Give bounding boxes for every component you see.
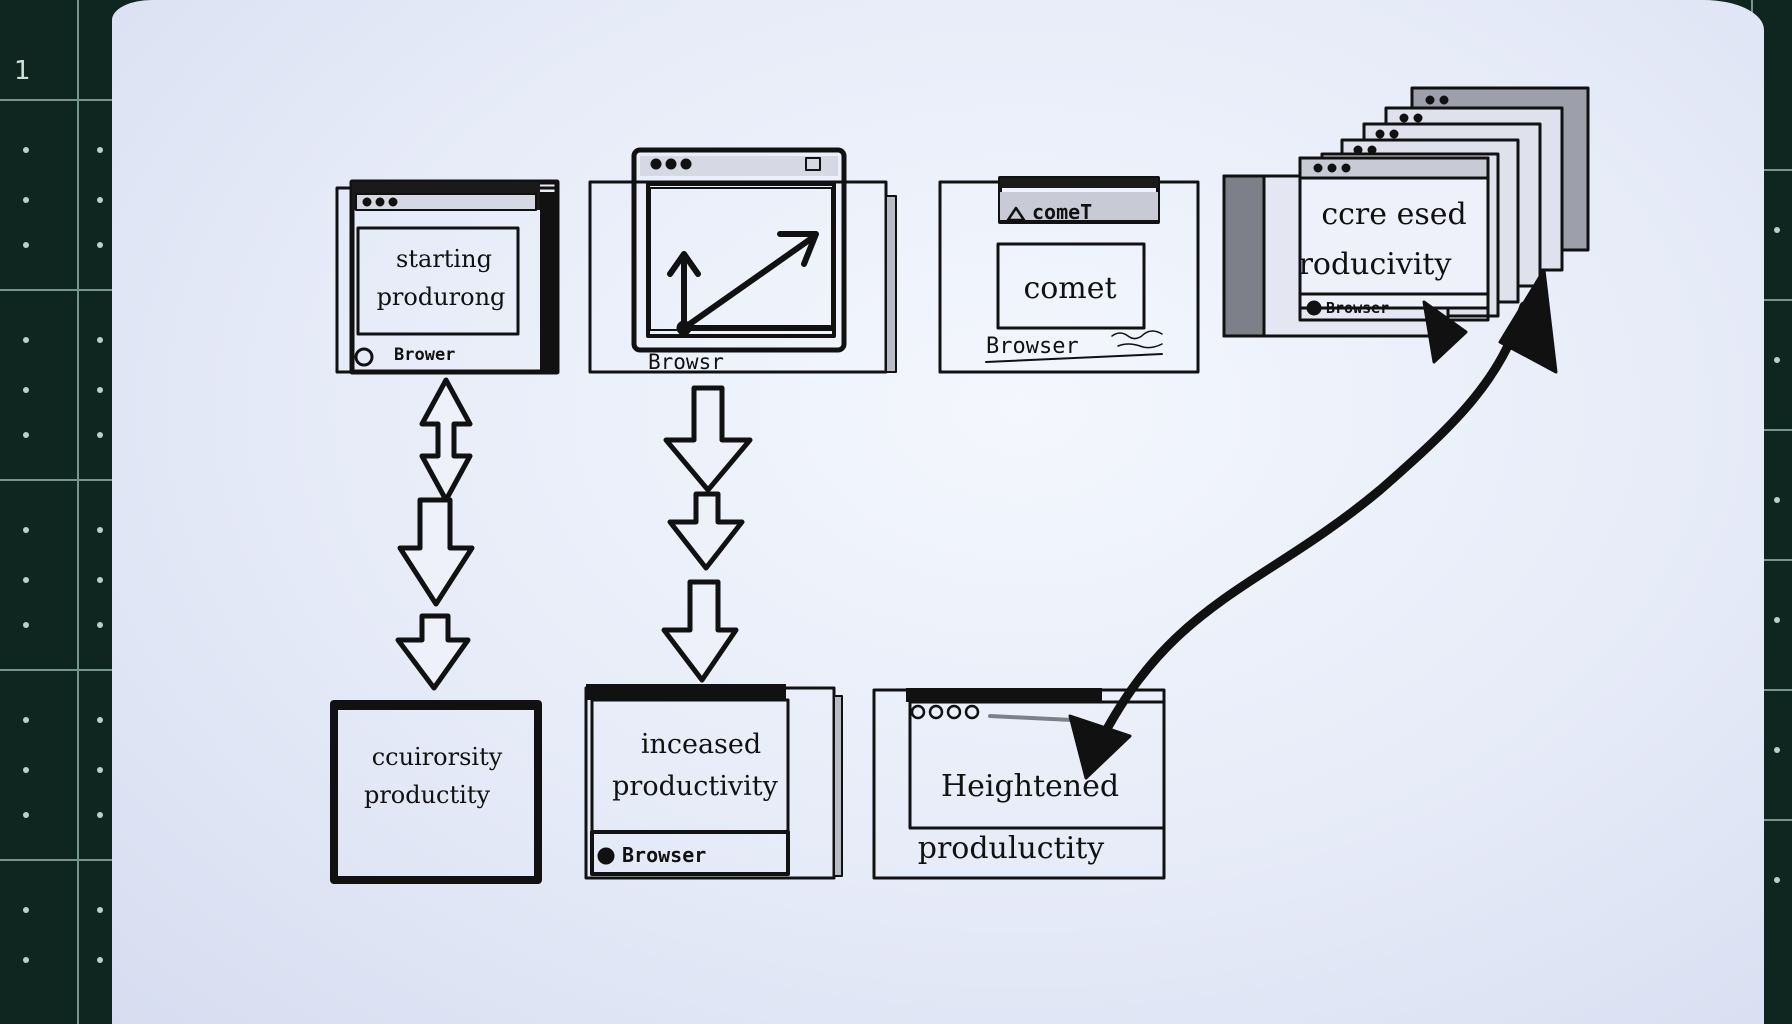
label-increased-line2: productivity xyxy=(612,771,778,802)
box-heightened xyxy=(872,688,1166,880)
label-curiosity-line2: productity xyxy=(363,781,491,809)
label-comet-footer: Browser xyxy=(986,334,1079,359)
box-comet-window xyxy=(938,176,1200,374)
label-starting-line2: produrong xyxy=(376,283,506,311)
label-increased-line1: inceased xyxy=(640,729,762,760)
label-stacked-footer: Browser xyxy=(1326,299,1390,317)
arrow-down-2 xyxy=(395,613,471,691)
label-curiosity-line1: ccuirorsity xyxy=(371,743,503,771)
mat-number: 1 xyxy=(14,56,31,86)
box-curiosity xyxy=(330,700,542,884)
label-stacked-line1: ccre esed xyxy=(1321,197,1467,232)
label-starting-footer: Brower xyxy=(394,345,456,365)
label-chart-footer: Browsr xyxy=(648,350,724,374)
arrow-down-3 xyxy=(663,385,753,493)
box-starting-window xyxy=(335,179,560,375)
label-starting-line1: starting xyxy=(396,245,492,273)
box-increased xyxy=(584,684,843,880)
label-comet-body: comet xyxy=(1023,271,1117,306)
box-chart-window xyxy=(588,147,897,374)
cutting-mat-left: 1 xyxy=(0,0,160,1024)
arrow-down-1 xyxy=(397,497,475,607)
label-comet-header: comeT xyxy=(1032,200,1093,224)
arrow-down-4 xyxy=(667,491,745,571)
arrow-down-5 xyxy=(661,579,739,683)
label-stacked-line2: roducivity xyxy=(1298,247,1452,282)
label-heightened-line2: produluctity xyxy=(917,831,1105,866)
arrow-curved-bidirectional xyxy=(1068,268,1558,780)
label-heightened-line1: Heightened xyxy=(940,769,1120,804)
arrow-double-1 xyxy=(419,377,473,503)
box-stacked-windows xyxy=(1222,86,1590,338)
label-increased-footer: Browser xyxy=(622,843,707,867)
